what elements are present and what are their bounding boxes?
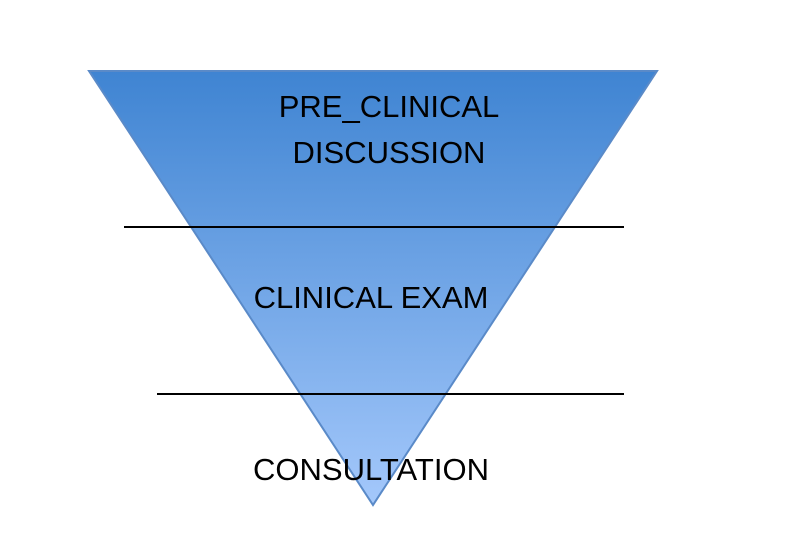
level-consultation-label: CONSULTATION — [253, 452, 489, 487]
label-line-1: PRE_CLINICAL — [278, 89, 500, 124]
level-clinical-exam-label: CLINICAL EXAM — [253, 280, 489, 315]
inverted-triangle — [87, 70, 659, 507]
label-line-2: DISCUSSION — [292, 135, 486, 170]
level-pre-clinical-label: PRE_CLINICAL DISCUSSION — [230, 84, 548, 176]
